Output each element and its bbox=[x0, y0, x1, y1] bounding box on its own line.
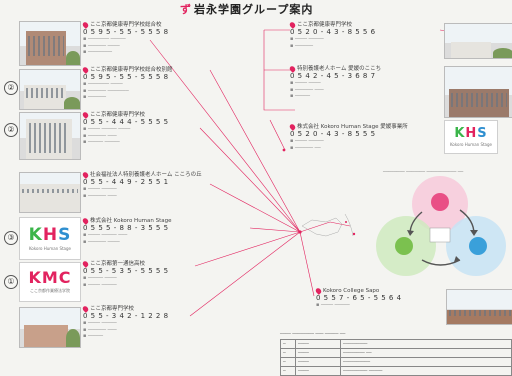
entry-right-1: ここ京都健康専門学校 0 5 2 0 - 4 3 - 8 5 5 6 ▪ ───… bbox=[288, 21, 376, 49]
entry-left-2: ここ京都健康専門学校総合校別館 0 5 9 5 - 5 5 - 5 5 5 8 … bbox=[81, 66, 173, 100]
entry-left-5: 株式会社 Kokoro Human Stage 0 5 5 5 - 8 8 - … bbox=[81, 217, 172, 245]
kmc-logo: KMC ここ京都作業療法学院 bbox=[19, 262, 81, 302]
campus-photo-3 bbox=[19, 112, 81, 160]
badge-number: ③ bbox=[4, 231, 18, 245]
entry-left-4: 社会福祉法人特別養護老人ホーム こころの丘 0 5 5 - 4 4 9 - 2 … bbox=[81, 171, 202, 199]
campus-photo-right-2 bbox=[444, 66, 512, 118]
campus-photo-right-1 bbox=[444, 23, 512, 59]
affiliation-table: ──── ──────── ─── ───── ── ─────────────… bbox=[280, 332, 512, 376]
badge-number: ① bbox=[4, 275, 18, 289]
entry-left-1: ここ京都健康専門学校総合校 0 5 9 5 - 5 5 - 5 5 5 8 ▪ … bbox=[81, 21, 169, 55]
campus-photo-1 bbox=[19, 21, 81, 66]
entry-bottom: Kokoro College Sapo 0 5 5 7 - 6 5 - 5 5 … bbox=[314, 287, 402, 309]
khs-logo-left: KHS Kokoro Human Stage bbox=[19, 217, 81, 260]
entry-right-2: 特別養護老人ホーム 愛媛のここち 0 5 4 2 - 4 5 - 3 6 8 7… bbox=[288, 65, 382, 99]
entry-left-3: ここ京都健康専門学校 0 5 5 - 4 4 4 - 5 5 5 5 ▪ ───… bbox=[81, 111, 169, 145]
campus-photo-7 bbox=[19, 307, 81, 348]
diagram-caption-lines: ──────── ─────── ─────────── ── bbox=[383, 170, 464, 175]
entry-left-6: ここ京都第一通信高校 0 5 5 - 5 3 5 - 5 5 5 5 ▪ ───… bbox=[81, 260, 169, 288]
cycle-diagram bbox=[376, 176, 506, 276]
campus-photo-right-3 bbox=[446, 289, 512, 325]
entry-left-7: ここ京都専門学校 0 5 5 - 3 4 2 - 1 2 2 8 ▪ ──── … bbox=[81, 305, 169, 339]
campus-photo-2 bbox=[19, 69, 81, 110]
badge-number: ② bbox=[4, 123, 18, 137]
facility-photo-4 bbox=[19, 172, 81, 213]
entry-right-3: 株式会社 Kokoro Human Stage 愛媛事業所 0 5 2 0 - … bbox=[288, 123, 408, 151]
khs-logo-right: KHS Kokoro Human Stage bbox=[444, 120, 498, 154]
page-title: ず岩永学園グループ案内 bbox=[180, 3, 314, 16]
badge-number: ② bbox=[4, 81, 18, 95]
